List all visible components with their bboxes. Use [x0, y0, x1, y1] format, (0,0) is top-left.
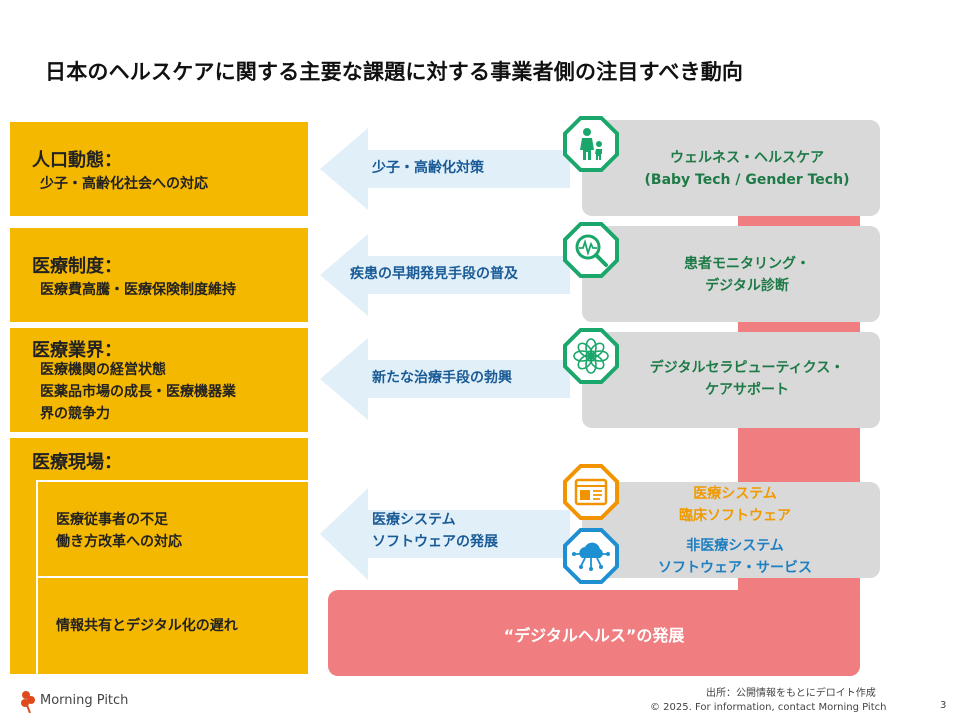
system-sub: 医療費高騰・医療保険制度維持 [40, 282, 236, 298]
copyright: © 2025. For information, contact Morning… [650, 702, 887, 713]
industry-sub-2: 医薬品市場の成長・医療機器業 [40, 384, 236, 400]
site-item-1-line-1: 医療従事者の不足 [56, 512, 168, 528]
arrow-2 [320, 234, 570, 316]
therapeutics-line-1: デジタルセラピューティクス・ [649, 360, 845, 376]
software-nonclinical-line-1: 非医療システム [686, 538, 784, 554]
page-title: 日本のヘルスケアに関する主要な課題に対する事業者側の注目すべき動向 [45, 60, 744, 84]
wellness-line-1: ウェルネス・ヘルスケア [670, 150, 824, 166]
site-item-2: 情報共有とデジタル化の遅れ [36, 576, 308, 674]
site-item-1-line-2: 働き方改革への対応 [56, 534, 182, 550]
software-clinical-line-1: 医療システム [693, 486, 777, 502]
population-sub: 少子・高齢化社会への対応 [40, 176, 208, 192]
arrow-2-label: 疾患の早期発見手段の普及 [350, 266, 518, 282]
monitoring-box [582, 226, 880, 322]
population-heading: 人口動態： [32, 150, 122, 171]
industry-sub-1: 医療機関の経営状態 [40, 362, 166, 378]
therapeutics-line-2: ケアサポート [705, 382, 789, 398]
digital-health-bar [328, 590, 860, 676]
morning-pitch-logo: Morning Pitch [18, 689, 148, 715]
site-box: 医療現場： 医療従事者の不足 働き方改革への対応 情報共有とデジタル化の遅れ [10, 438, 308, 674]
population-box: 人口動態： 少子・高齢化社会への対応 [10, 122, 308, 216]
family-icon [563, 116, 619, 172]
site-item-1: 医療従事者の不足 働き方改革への対応 [36, 480, 308, 576]
therapeutics-box [582, 332, 880, 428]
industry-heading: 医療業界： [32, 340, 122, 361]
monitoring-line-1: 患者モニタリング・ [684, 256, 810, 272]
wellness-box [582, 120, 880, 216]
arrow-1 [320, 128, 570, 210]
logo-text: Morning Pitch [40, 693, 129, 708]
logo-mark-icon [21, 691, 35, 713]
flower-pattern-icon [563, 328, 619, 384]
page-number: 3 [940, 700, 947, 711]
software-box [582, 482, 880, 578]
software-nonclinical-line-2: ソフトウェア・サービス [658, 560, 812, 576]
source-note: 出所：公開情報をもとにデロイト作成 [706, 688, 876, 699]
cloud-network-icon [563, 528, 619, 584]
software-window-icon [563, 464, 619, 520]
system-heading: 医療制度： [32, 256, 122, 277]
arrow-1-label: 少子・高齢化対策 [372, 160, 484, 176]
industry-sub-3: 界の競争力 [40, 406, 110, 422]
industry-box: 医療業界： 医療機関の経営状態 医薬品市場の成長・医療機器業 界の競争力 [10, 328, 308, 432]
site-item-2-line: 情報共有とデジタル化の遅れ [56, 618, 238, 634]
magnifier-pulse-icon [563, 222, 619, 278]
system-box: 医療制度： 医療費高騰・医療保険制度維持 [10, 228, 308, 322]
site-heading: 医療現場： [32, 452, 122, 473]
arrow-3-label: 新たな治療手段の勃興 [372, 370, 512, 386]
software-clinical-line-2: 臨床ソフトウェア [679, 508, 791, 524]
arrow-4 [320, 488, 570, 580]
arrow-3 [320, 338, 570, 420]
digital-health-label: “デジタルヘルス”の発展 [503, 626, 685, 645]
arrow-4-label-line-2: ソフトウェアの発展 [372, 534, 498, 550]
arrow-4-label-line-1: 医療システム [372, 512, 456, 528]
wellness-line-2: (Baby Tech / Gender Tech) [644, 172, 850, 188]
monitoring-line-2: デジタル診断 [705, 278, 789, 294]
